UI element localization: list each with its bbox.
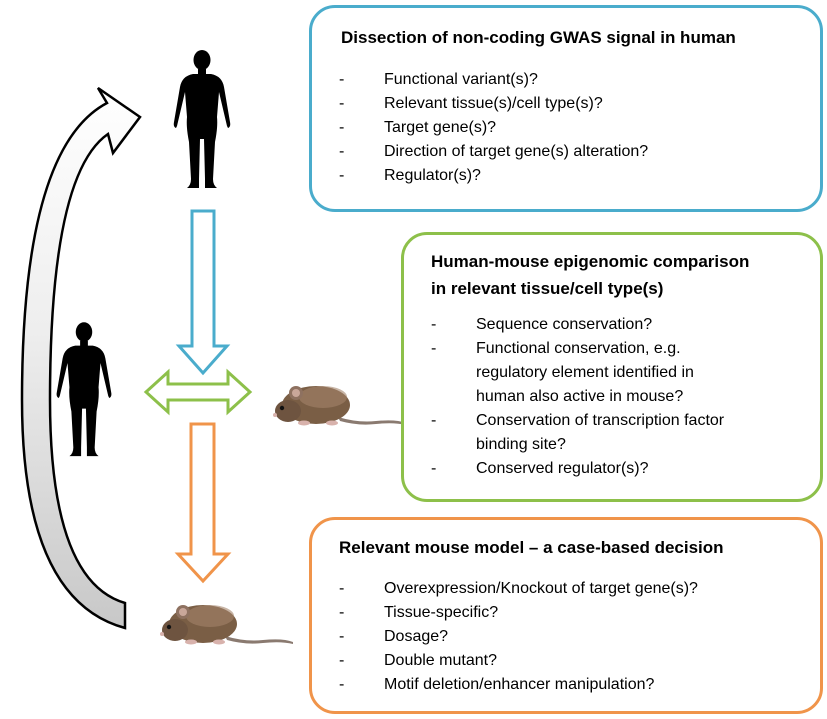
list-item: -Tissue-specific? [339,604,499,621]
list-item: -Overexpression/Knockout of target gene(… [339,580,698,597]
mouse-middle-icon [273,386,406,426]
mouse-bottom-icon [160,605,293,645]
epigenomic-comparison-panel: Human-mouse epigenomic comparison in rel… [401,232,823,502]
list-item: -Target gene(s)? [339,119,497,136]
list-item-continuation: binding site? [476,436,566,453]
mouse-model-panel-title: Relevant mouse model – a case-based deci… [339,538,724,557]
human-gwas-panel: Dissection of non-coding GWAS signal in … [309,5,823,212]
list-item: -Conservation of transcription factor [431,412,725,429]
title-line-1: Human-mouse epigenomic comparison [431,252,750,271]
list-item: -Motif deletion/enhancer manipulation? [339,676,655,693]
mouse-model-panel: Relevant mouse model – a case-based deci… [309,517,823,714]
human-middle-icon [56,322,112,457]
human-top-icon [173,50,231,188]
epigenomic-comparison-panel-title: Human-mouse epigenomic comparison in rel… [431,248,749,302]
list-item-continuation: regulatory element identified in [476,364,694,381]
title-line-2: in relevant tissue/cell type(s) [431,279,664,298]
list-item: -Double mutant? [339,652,497,669]
human-gwas-panel-title: Dissection of non-coding GWAS signal in … [341,28,736,47]
orange-down-arrow [174,422,232,584]
list-item: -Conserved regulator(s)? [431,460,649,477]
blue-down-arrow [175,209,231,376]
list-item-continuation: human also active in mouse? [476,388,684,405]
list-item: -Functional variant(s)? [339,71,538,88]
list-item: -Direction of target gene(s) alteration? [339,143,649,160]
list-item: -Dosage? [339,628,449,645]
mouse-model-question-list: -Overexpression/Knockout of target gene(… [339,577,698,697]
green-double-arrow [143,368,253,416]
list-item: -Regulator(s)? [339,167,481,184]
list-item: -Functional conservation, e.g. [431,340,681,357]
list-item: -Sequence conservation? [431,316,653,333]
cycle-arrow [20,86,142,630]
human-gwas-question-list: -Functional variant(s)? -Relevant tissue… [339,68,648,188]
list-item: -Relevant tissue(s)/cell type(s)? [339,95,603,112]
epigenomic-comparison-question-list: -Sequence conservation? -Functional cons… [431,313,724,481]
